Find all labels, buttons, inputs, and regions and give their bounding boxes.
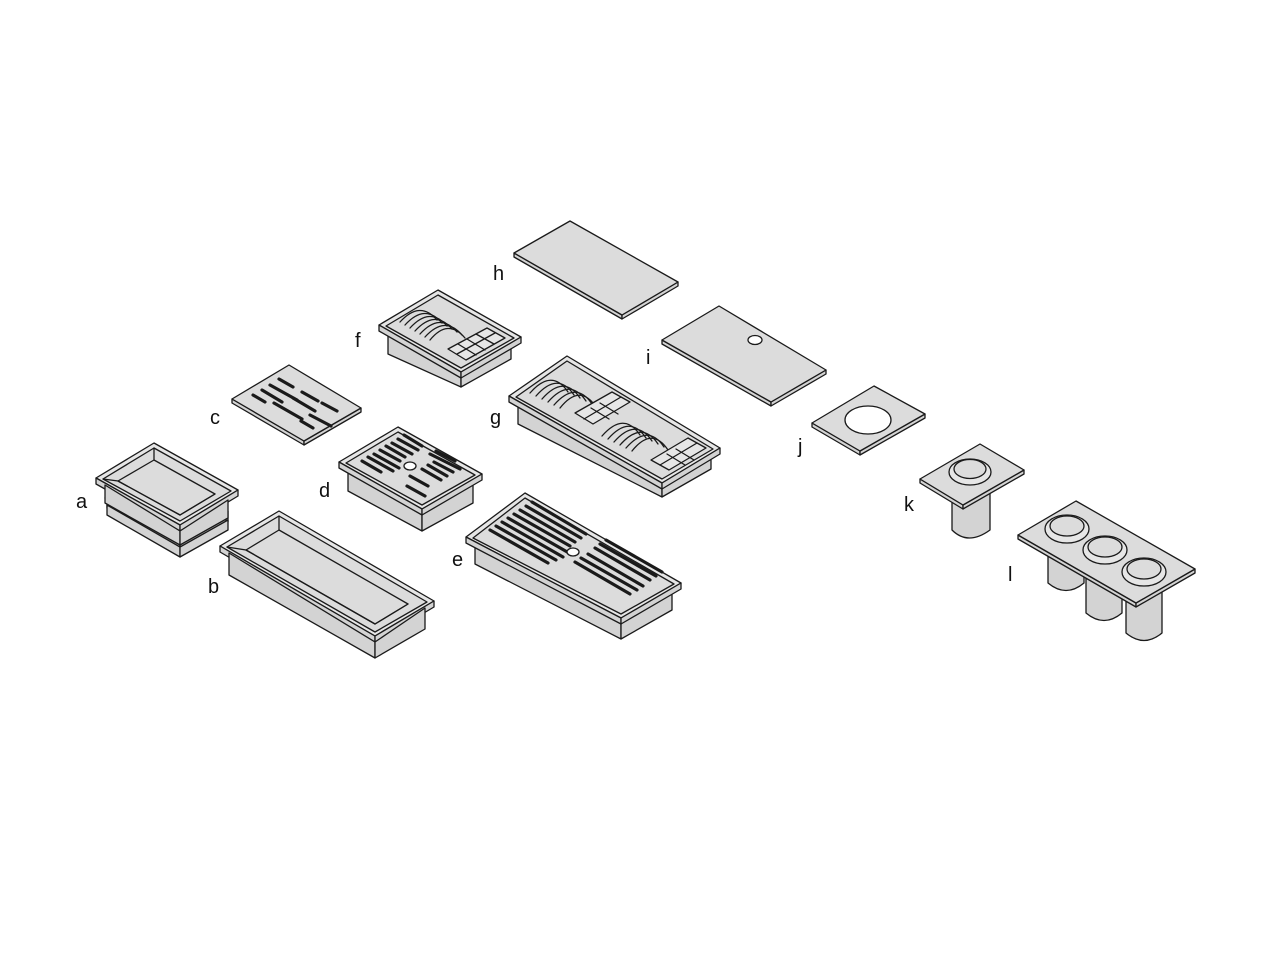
label-i: i — [646, 347, 651, 369]
label-b: b — [208, 576, 220, 598]
label-f: f — [355, 330, 361, 352]
label-e: e — [452, 549, 464, 571]
part-j-plate-large-opening — [811, 385, 926, 456]
part-l-triple-holder — [1017, 500, 1196, 642]
label-d: d — [319, 480, 331, 502]
label-h: h — [493, 263, 505, 285]
label-j: j — [798, 436, 803, 458]
part-b-long-tray — [219, 510, 435, 659]
label-k: k — [904, 494, 914, 516]
grid-slots — [488, 500, 664, 596]
part-c-slotted-plate — [231, 364, 362, 446]
part-e-long-drainer — [465, 492, 682, 640]
grid-slots — [360, 433, 462, 498]
plate-ribs-right — [601, 422, 669, 452]
part-f-small-dish-rack — [378, 289, 522, 388]
part-d-small-drainer — [338, 426, 483, 532]
label-g: g — [490, 407, 502, 429]
label-a: a — [76, 491, 88, 513]
part-h-flat-plate — [513, 220, 679, 320]
label-c: c — [210, 407, 220, 429]
part-g-long-dish-rack — [508, 355, 721, 498]
part-a-small-tray — [95, 442, 239, 558]
plate-ribs — [399, 309, 466, 341]
part-i-plate-with-hole — [661, 305, 827, 407]
cutlery-cells — [447, 327, 506, 361]
label-l: l — [1008, 564, 1013, 586]
part-k-single-holder — [919, 443, 1025, 539]
